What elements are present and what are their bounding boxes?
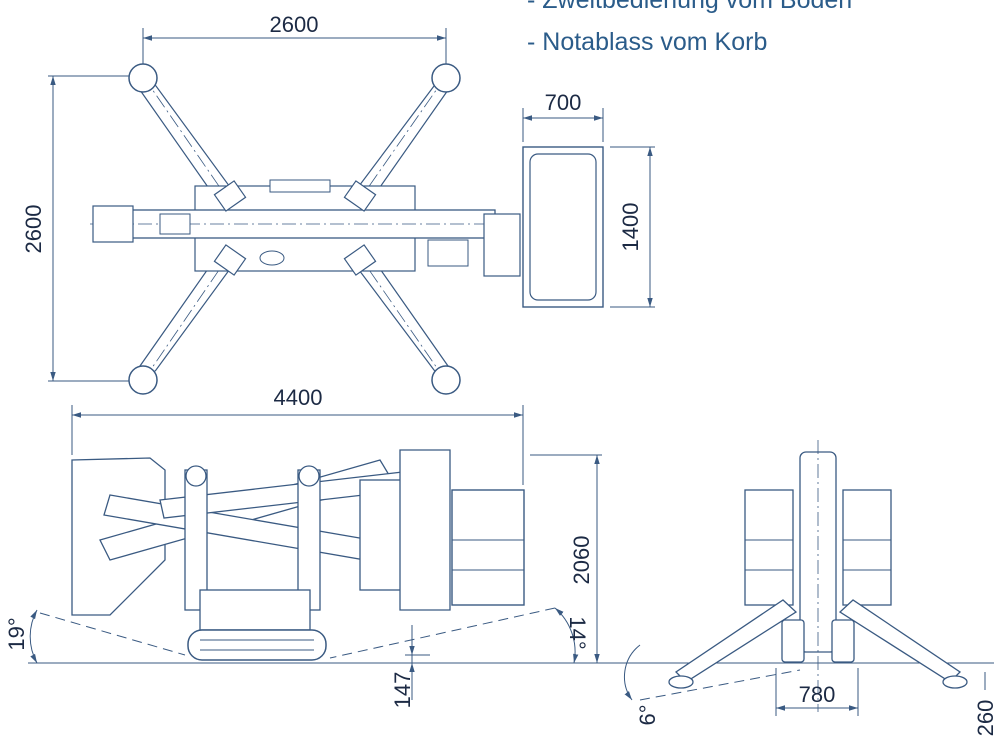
angle-right-label: 14° xyxy=(565,616,590,649)
dim-overall-length: 4400 xyxy=(274,385,323,410)
dim-overall-height: 2060 xyxy=(569,536,594,585)
basket-side xyxy=(451,489,525,606)
dim-basket-width: 700 xyxy=(545,90,582,115)
dim-top-height: 2600 xyxy=(21,205,46,254)
right-angle-arc xyxy=(554,607,579,664)
dim-ground-clearance: 147 xyxy=(390,672,415,709)
angle-front-label: 6° xyxy=(635,704,660,725)
angle-left-label: 19° xyxy=(4,617,29,650)
left-angle-arc xyxy=(29,609,38,664)
crawler-track xyxy=(187,629,327,661)
dim-track-width: 780 xyxy=(799,682,836,707)
dim-top-width: 2600 xyxy=(270,12,319,37)
dim-basket-length: 1400 xyxy=(618,203,643,252)
front-angle-arc xyxy=(623,644,641,701)
note-line-1: - Zweitbedienung vom Boden xyxy=(527,0,853,14)
note-line-2: - Notablass vom Korb xyxy=(527,28,768,56)
top-view xyxy=(48,28,655,395)
dim-side-right: 260 xyxy=(973,700,994,737)
front-view xyxy=(623,440,986,716)
side-view xyxy=(28,405,994,700)
